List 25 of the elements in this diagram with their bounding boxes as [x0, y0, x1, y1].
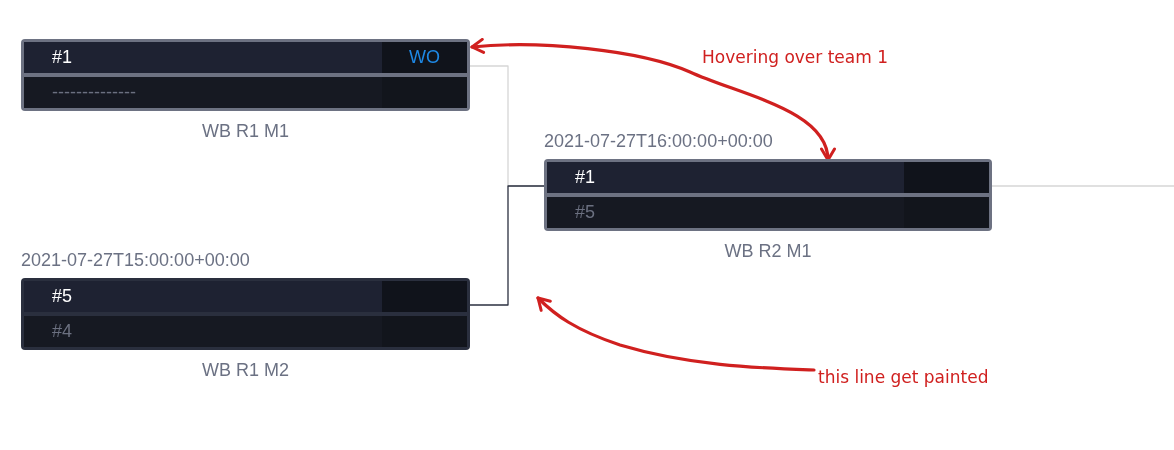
score-cell: WO	[382, 42, 467, 73]
connector-line	[469, 185, 545, 306]
team-name: #4	[51, 320, 74, 343]
match-card	[544, 159, 992, 231]
match-label: WB R2 M1	[724, 240, 812, 262]
match-date: 2021-07-27T16:00:00+00:00	[544, 130, 773, 152]
team-row	[24, 316, 467, 347]
team-row	[24, 42, 467, 73]
team-row	[24, 281, 467, 312]
team-name: #5	[51, 285, 74, 308]
team-name: --------------	[51, 81, 137, 104]
team-name: #1	[574, 166, 597, 189]
team-row	[547, 162, 989, 193]
arrow	[536, 296, 816, 372]
match-label: WB R1 M1	[202, 120, 289, 142]
team-name: #1	[51, 46, 74, 69]
match-card	[21, 39, 470, 111]
match-date: 2021-07-27T15:00:00+00:00	[21, 249, 250, 271]
double-arrow	[470, 38, 835, 162]
match-card	[21, 278, 470, 350]
team-row	[547, 197, 989, 228]
annotation-text: this line get painted	[818, 366, 989, 388]
team-row	[24, 77, 467, 108]
team-name: #5	[574, 201, 597, 224]
match-label: WB R1 M2	[202, 359, 289, 381]
